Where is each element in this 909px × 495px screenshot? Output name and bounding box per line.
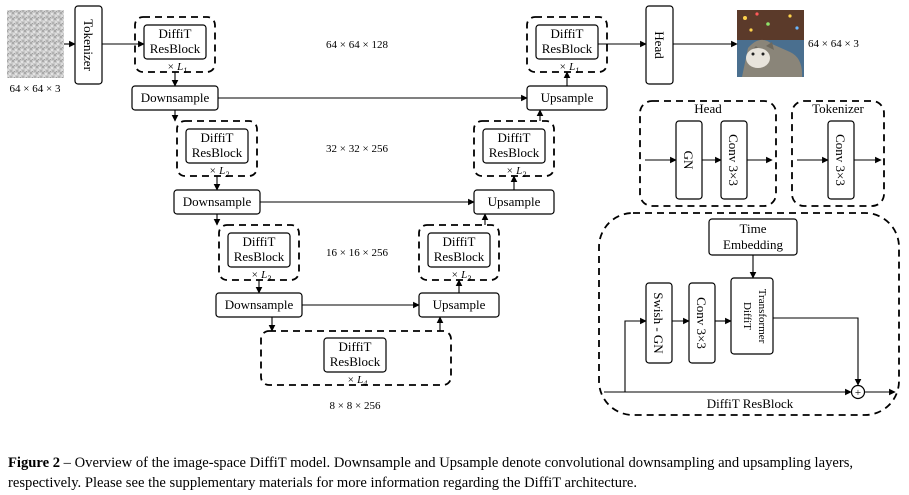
repeat-l3-dec: × L3 [451, 269, 471, 283]
resblock-dec-3-line2: ResBlock [434, 249, 485, 264]
architecture-diagram: 64 × 64 × 3 Tokenizer DiffiT ResBlock × … [7, 5, 900, 416]
head-label: Head [652, 31, 667, 59]
upsample-1-label: Upsample [541, 90, 594, 105]
repeat-l1-dec: × L1 [559, 61, 579, 75]
swish-gn-label: Swish - GN [651, 292, 666, 354]
input-noise-image [7, 10, 64, 78]
resblock-enc-1-line2: ResBlock [150, 41, 201, 56]
downsample-3-label: Downsample [225, 297, 294, 312]
resblock-group-bottleneck [260, 330, 452, 386]
head-gn-label: GN [681, 151, 696, 170]
resblock-detail-title: DiffiT ResBlock [707, 396, 794, 411]
resblock-enc-2-line2: ResBlock [192, 145, 243, 160]
resblock-bottleneck-line1: DiffiT [339, 339, 372, 354]
resblock-dec-1-line1: DiffiT [551, 26, 584, 41]
resblock-dec-3 [427, 232, 491, 268]
dims-level-2: 32 × 32 × 256 [326, 143, 388, 155]
resblock-dec-1-line2: ResBlock [542, 41, 593, 56]
time-embedding-line2: Embedding [723, 237, 783, 252]
upsample-3-label: Upsample [433, 297, 486, 312]
resblock-dec-2-line2: ResBlock [489, 145, 540, 160]
resblock-enc-3 [227, 232, 291, 268]
resblock-bottleneck [323, 337, 387, 373]
downsample-2-label: Downsample [183, 194, 252, 209]
downsample-1-label: Downsample [141, 90, 210, 105]
resblock-enc-1-line1: DiffiT [159, 26, 192, 41]
figure-caption: Figure 2 – Overview of the image-space D… [8, 453, 903, 493]
resblock-dec-3-line1: DiffiT [443, 234, 476, 249]
resblock-enc-2-line1: DiffiT [201, 130, 234, 145]
resblock-dec-2-line1: DiffiT [498, 130, 531, 145]
residual-add-symbol: + [855, 387, 861, 399]
resblock-dec-2 [482, 128, 546, 164]
unet-connections [64, 40, 738, 332]
dims-level-3: 16 × 16 × 256 [326, 247, 388, 259]
output-dims: 64 × 64 × 3 [808, 38, 859, 50]
time-embedding-line1: Time [740, 221, 767, 236]
diffit-transformer-line1: DiffiT [741, 302, 753, 330]
input-dims: 64 × 64 × 3 [10, 83, 61, 95]
resblock-detail-group [598, 212, 900, 416]
resblock-conv-label: Conv 3×3 [694, 297, 709, 349]
head-conv-label: Conv 3×3 [726, 134, 741, 186]
repeat-l4: × L4 [347, 374, 367, 388]
dims-level-4: 8 × 8 × 256 [330, 400, 381, 412]
tokenizer-conv-label: Conv 3×3 [833, 134, 848, 186]
repeat-l2-enc: × L2 [209, 165, 229, 179]
resblock-enc-2 [185, 128, 249, 164]
figure-label: Figure 2 [8, 455, 61, 471]
resblock-enc-3-line1: DiffiT [243, 234, 276, 249]
upsample-2-label: Upsample [488, 194, 541, 209]
dims-level-1: 64 × 64 × 128 [326, 39, 388, 51]
output-cat-image [737, 10, 804, 77]
diffit-transformer-line2: Transformer [756, 289, 768, 344]
head-detail-group [639, 100, 777, 207]
repeat-l2-dec: × L2 [506, 165, 526, 179]
tokenizer-detail-group [791, 100, 885, 207]
repeat-l3-enc: × L3 [251, 269, 271, 283]
resblock-enc-3-line2: ResBlock [234, 249, 285, 264]
resblock-bottleneck-line2: ResBlock [330, 354, 381, 369]
resblock-dec-1 [535, 24, 599, 60]
tokenizer-label: Tokenizer [81, 19, 96, 71]
head-detail-title: Head [694, 101, 722, 116]
repeat-l1-enc: × L1 [167, 61, 187, 75]
resblock-detail-connections [604, 255, 896, 396]
caption-text: – Overview of the image-space DiffiT mod… [8, 455, 854, 491]
tokenizer-detail-title: Tokenizer [812, 101, 864, 116]
